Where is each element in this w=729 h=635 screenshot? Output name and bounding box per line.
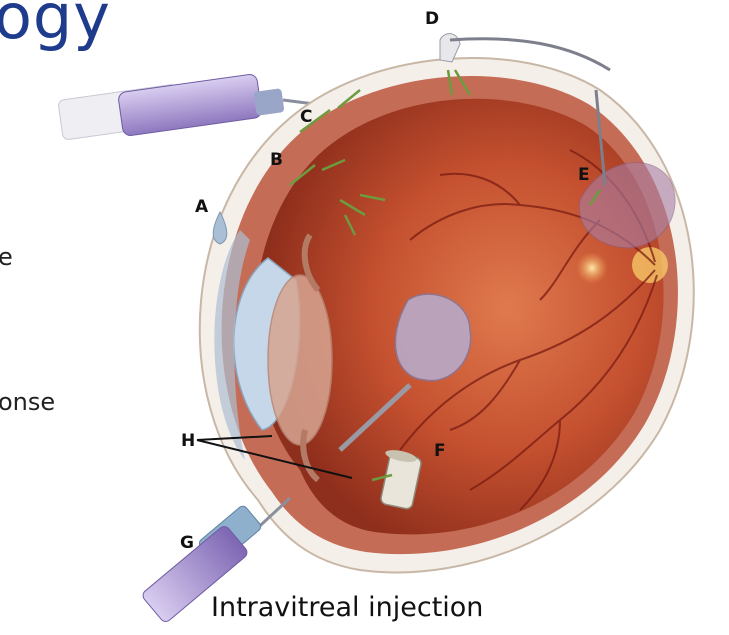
label-h: H [181,431,195,451]
label-e: E [578,165,590,185]
label-a: A [195,197,209,217]
label-d: D [425,9,439,29]
label-f: F [434,441,446,461]
label-b: B [270,150,283,170]
figure-caption: Intravitreal injection [211,592,483,623]
label-g: G [180,533,194,553]
label-c: C [300,107,312,127]
